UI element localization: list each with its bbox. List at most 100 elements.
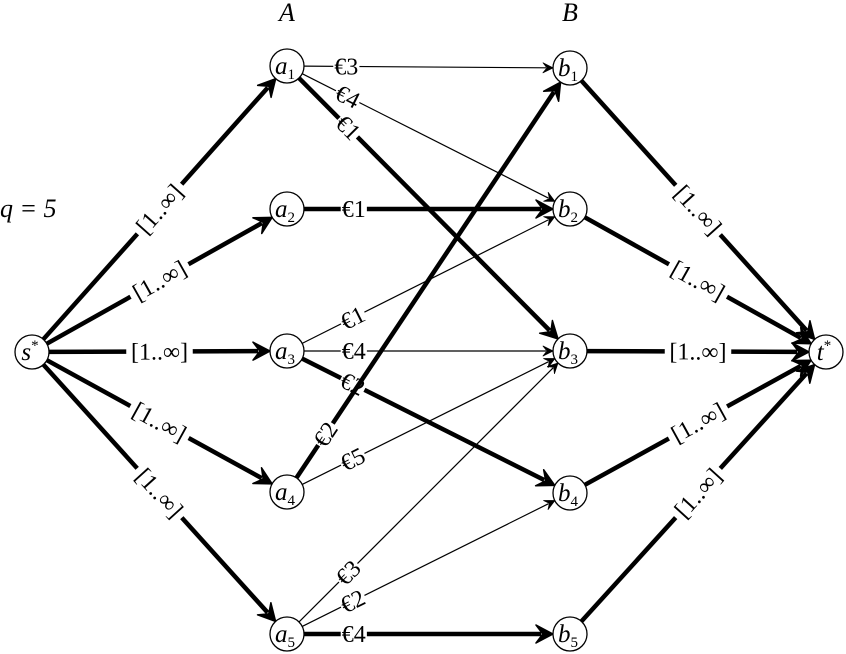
edge-label-text: [1..∞] — [667, 398, 730, 448]
edge-a1-b1: €3 — [303, 54, 554, 81]
node-label-sup: * — [31, 338, 39, 354]
edge-label-bg — [330, 80, 365, 114]
edge-label: [1..∞] — [666, 177, 730, 243]
edge-label-text: €4 — [342, 339, 366, 365]
edge-label: €5 — [335, 442, 370, 477]
edge-label-text: €3 — [331, 556, 366, 591]
edge-a5-b5: €4 — [304, 622, 554, 648]
edge-label-bg — [664, 339, 732, 364]
arrowhead — [543, 191, 556, 202]
edge-s-a3: [1..∞] — [48, 339, 271, 366]
node-a3: a3 — [269, 333, 305, 369]
edge-label: [1..∞] — [664, 339, 732, 366]
node-label: a4 — [275, 479, 296, 509]
node-label: a1 — [275, 53, 295, 83]
edge-label: [1..∞] — [666, 460, 730, 526]
edge-label-text: €5 — [337, 443, 370, 477]
arrowhead — [252, 466, 273, 485]
edge-b3-t: [1..∞] — [586, 339, 810, 366]
edge-label-bg — [335, 584, 370, 618]
edge-label-bg — [666, 177, 730, 243]
arrowhead — [795, 363, 816, 384]
arrowhead — [542, 81, 562, 103]
arrowhead — [256, 601, 277, 623]
node-b3: b3 — [552, 333, 588, 369]
node-label-sub: 4 — [571, 494, 579, 510]
node-circle — [269, 616, 305, 652]
node-label: b3 — [558, 338, 578, 368]
node-label: a3 — [275, 338, 295, 368]
edge-label: €1 — [340, 197, 367, 223]
edge-s-a4: [1..∞] — [45, 358, 273, 485]
node-a5: a5 — [269, 616, 305, 652]
node-label-base: s — [21, 339, 31, 366]
edge-label: [1..∞] — [663, 253, 733, 308]
edge-label: €4 — [330, 80, 365, 115]
edge-label-bg — [308, 416, 343, 452]
node-label-base: a — [275, 479, 288, 506]
edge-label-text: €2 — [309, 418, 344, 452]
edge-label-bg — [333, 54, 360, 79]
arrowhead — [256, 77, 277, 99]
node-label-sub: 1 — [288, 67, 296, 83]
edge-label-bg — [340, 622, 367, 646]
edge-a2-b2: €1 — [304, 197, 554, 223]
edge-line — [298, 367, 554, 623]
edge-label-bg — [126, 339, 193, 364]
node-circle — [269, 191, 305, 227]
edge-label: [1..∞] — [124, 253, 195, 308]
node-label-base: b — [558, 621, 571, 648]
node-label-base: b — [558, 196, 571, 223]
node-circle — [14, 334, 50, 370]
arrowhead — [252, 216, 273, 235]
edge-label: [1..∞] — [124, 395, 195, 449]
node-label-sub: 2 — [571, 210, 579, 226]
edge-label-text: €2 — [337, 585, 370, 619]
node-label: a2 — [275, 196, 295, 226]
node-b1: b1 — [552, 50, 588, 86]
node-label-base: a — [275, 196, 288, 223]
edge-label: €2 — [335, 584, 370, 619]
edge-label: €4 — [340, 622, 367, 648]
edge-label-text: €3 — [334, 54, 358, 80]
arrowhead — [252, 341, 271, 361]
node-label-base: a — [275, 621, 288, 648]
node-label-base: b — [558, 338, 571, 365]
quota-label: q = 5 — [0, 194, 57, 223]
node-label-sub: 3 — [571, 352, 579, 368]
node-label-sub: 4 — [288, 493, 296, 509]
node-label: b1 — [558, 55, 578, 85]
node-a2: a2 — [269, 191, 305, 227]
edge-label-bg — [340, 339, 367, 363]
node-label-sub: 2 — [288, 210, 296, 226]
edge-s-a1: [1..∞] — [41, 77, 277, 341]
edge-label: €3 — [330, 555, 367, 591]
arrowhead — [546, 362, 559, 375]
arrowhead — [542, 62, 554, 74]
node-label: b5 — [558, 621, 578, 651]
edge-label: [1..∞] — [663, 395, 733, 450]
edge-label-bg — [335, 301, 370, 335]
edge-label-text: [1..∞] — [131, 339, 188, 365]
edge-label-text: €1 — [337, 302, 370, 336]
arrowhead — [538, 319, 559, 340]
node-label: b4 — [558, 480, 579, 510]
node-circle — [552, 333, 588, 369]
arrowhead — [535, 624, 554, 644]
node-label: s* — [21, 338, 38, 366]
edge-label-text: [1..∞] — [128, 398, 191, 448]
edge-s-a5: [1..∞] — [41, 363, 277, 623]
edge-a3-b3: €4 — [304, 339, 554, 365]
edge-b1-t: [1..∞] — [579, 79, 816, 341]
edge-label: [1..∞] — [128, 176, 191, 242]
node-label: t* — [817, 338, 831, 366]
arrowhead — [543, 358, 556, 368]
edge-label-text: [1..∞] — [666, 256, 729, 307]
arrowhead — [543, 216, 556, 226]
node-a1: a1 — [269, 48, 305, 84]
arrowhead — [534, 468, 556, 487]
edge-line — [297, 76, 552, 333]
edge-label-bg — [666, 460, 730, 526]
node-label-base: b — [558, 480, 571, 507]
